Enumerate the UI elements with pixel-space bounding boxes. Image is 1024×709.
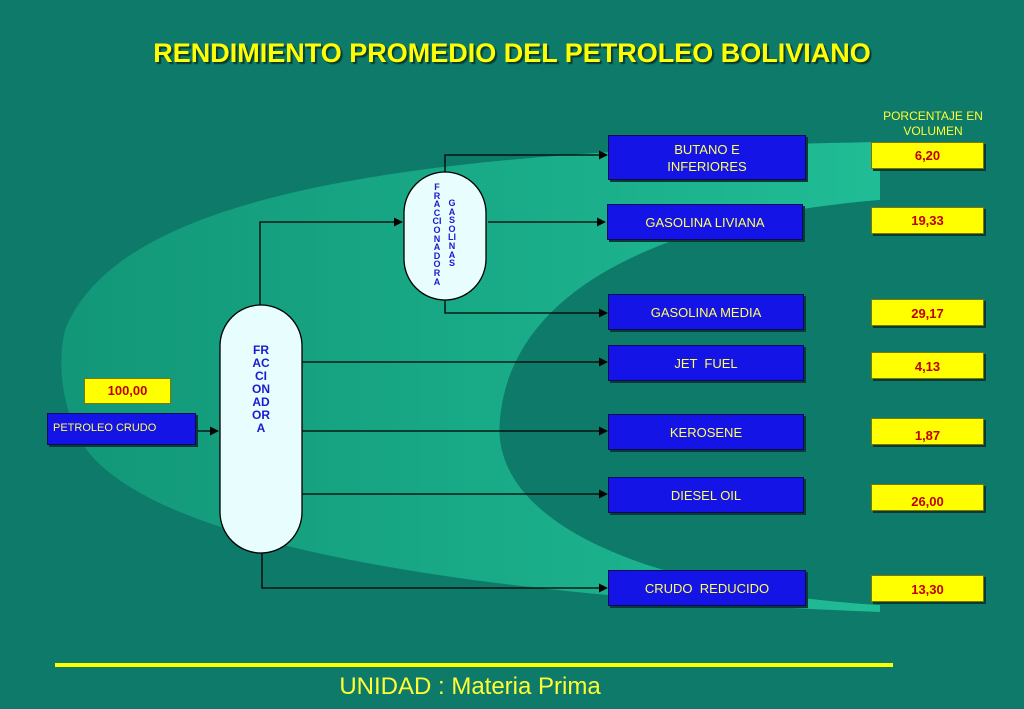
product-box-reduced-crude: CRUDO REDUCIDO — [608, 570, 806, 606]
crude-input-value: 100,00 — [84, 378, 171, 404]
gasoline-column-label-left: FRACCIONADORA — [432, 182, 442, 287]
value-box-reduced-crude: 13,30 — [871, 575, 984, 602]
main-fractionator-column — [219, 304, 303, 554]
value-box-jet-fuel: 4,13 — [871, 352, 984, 379]
footer-unit: UNIDAD : Materia Prima — [339, 673, 601, 700]
product-box-butane: BUTANO E INFERIORES — [608, 135, 806, 180]
page-title: RENDIMIENTO PROMEDIO DEL PETROLEO BOLIVI… — [153, 38, 871, 68]
product-box-kerosene: KEROSENE — [608, 414, 804, 450]
footer-rule — [55, 663, 893, 667]
fractionator-to-gasoline-column — [259, 217, 403, 305]
gasoline-fractionator-column — [403, 171, 487, 301]
value-box-light-gasoline: 19,33 — [871, 207, 984, 234]
main-column-label: FRACCIONADORA — [252, 343, 270, 435]
percentage-header: PORCENTAJE EN VOLUMEN — [883, 109, 983, 138]
gasoline-column-to-medium-gasoline — [444, 300, 608, 318]
product-box-medium-gasoline: GASOLINA MEDIA — [608, 294, 804, 330]
value-box-butane: 6,20 — [871, 142, 984, 169]
product-box-light-gasoline: GASOLINA LIVIANA — [607, 204, 803, 240]
product-box-jet-fuel: JET FUEL — [608, 345, 804, 381]
crude-input-box: PETROLEO CRUDO — [47, 413, 196, 445]
value-box-medium-gasoline: 29,17 — [871, 299, 984, 326]
gasoline-column-to-butane — [444, 150, 608, 172]
gasoline-column-label-right: GASOLINAS — [448, 198, 456, 269]
product-box-diesel: DIESEL OIL — [608, 477, 804, 513]
value-box-diesel: 26,00 — [871, 484, 984, 511]
flow-connectors — [196, 150, 608, 593]
fractionator-to-reduced-crude — [261, 553, 608, 593]
value-box-kerosene: 1,87 — [871, 418, 984, 445]
